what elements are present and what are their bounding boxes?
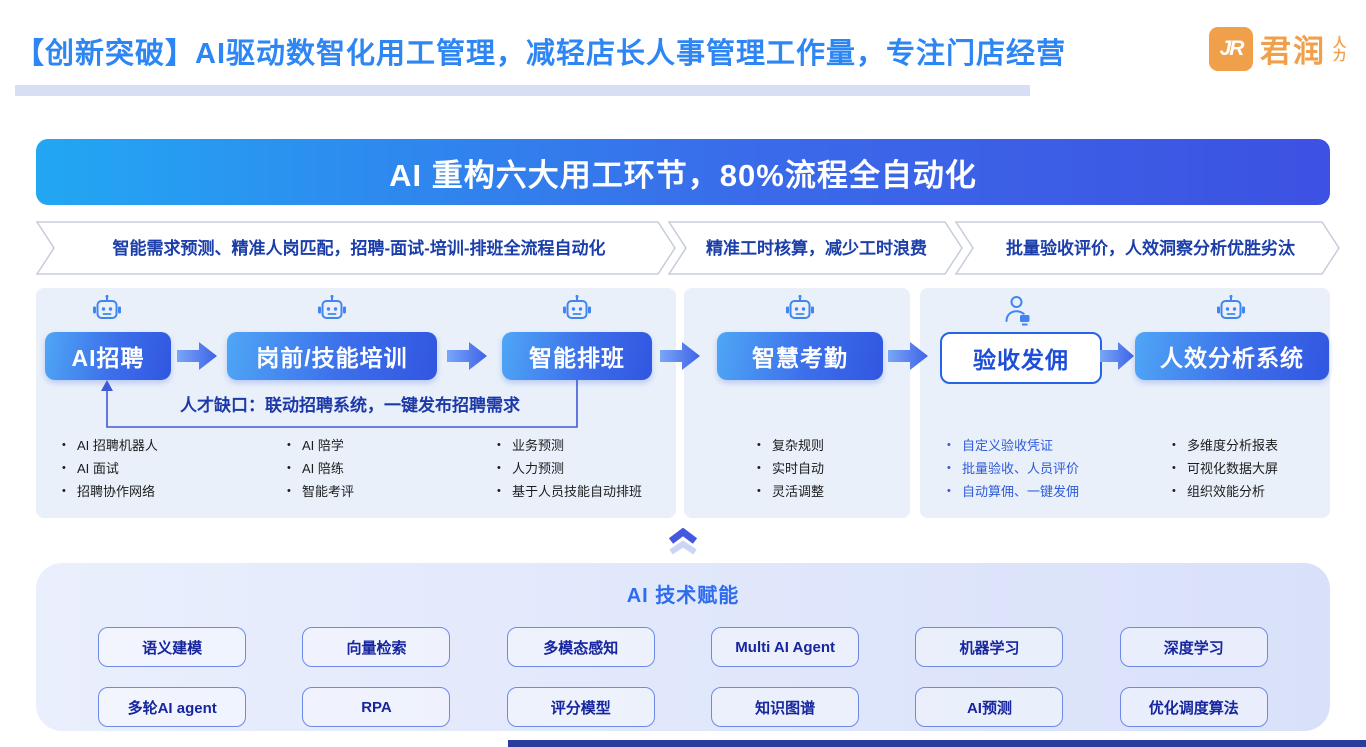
tech-chip: 优化调度算法	[1119, 687, 1268, 727]
person-icon	[1003, 294, 1033, 326]
brand-logo: JR 君润 人力	[1209, 26, 1348, 71]
tech-chip: RPA	[302, 687, 451, 727]
tech-chip: 机器学习	[915, 627, 1064, 667]
bullet-item: 自动算佣、一键发佣	[945, 480, 1079, 503]
brand-logo-icon: JR	[1209, 26, 1253, 71]
bullet-item: 业务预测	[495, 434, 642, 457]
flow-arrow-icon	[447, 342, 487, 370]
ribbon-shape	[955, 221, 1340, 275]
step-label: 智慧考勤	[752, 345, 848, 371]
bullet-list-analysis: 多维度分析报表 可视化数据大屏 组织效能分析	[1170, 434, 1278, 503]
ribbon-text: 精准工时核算，减少工时浪费	[706, 238, 927, 258]
robot-icon	[92, 294, 122, 326]
step-box-commission: 验收发佣	[940, 332, 1102, 384]
ribbon-shape	[36, 221, 676, 275]
tech-chip: 知识图谱	[711, 687, 860, 727]
step-box-ai-recruit: AI招聘	[45, 332, 171, 380]
step-box-attendance: 智慧考勤	[717, 332, 883, 380]
bullet-item: 实时自动	[755, 457, 824, 480]
robot-icon	[562, 294, 592, 326]
bullet-item: AI 面试	[60, 457, 158, 480]
step-box-analysis: 人效分析系统	[1135, 332, 1329, 380]
bullet-item: 复杂规则	[755, 434, 824, 457]
title-underline	[15, 85, 1030, 96]
robot-icon	[785, 294, 815, 326]
step-box-training: 岗前/技能培训	[227, 332, 437, 380]
step-label: 岗前/技能培训	[256, 345, 408, 371]
bullet-item: 批量验收、人员评价	[945, 457, 1079, 480]
tech-chip: 多轮AI agent	[98, 687, 247, 727]
bullet-item: 可视化数据大屏	[1170, 457, 1278, 480]
banner: AI 重构六大用工环节，80%流程全自动化	[36, 139, 1330, 205]
bullet-item: 智能考评	[285, 480, 354, 503]
ribbon-recruit-train: 智能需求预测、精准人岗匹配，招聘-面试-培训-排班全流程自动化	[36, 220, 676, 276]
tech-chip-grid: 语义建模 向量检索 多模态感知 Multi AI Agent 机器学习 深度学习…	[36, 627, 1330, 727]
bottom-accent-bar	[508, 740, 1366, 747]
brand-name: 君润	[1260, 34, 1326, 69]
tech-chip: AI预测	[915, 687, 1064, 727]
ribbon-hours: 精准工时核算，减少工时浪费	[668, 220, 963, 276]
talent-gap-annotation: 人才缺口：联动招聘系统，一键发布招聘需求	[180, 396, 520, 415]
ribbon-text: 智能需求预测、精准人岗匹配，招聘-面试-培训-排班全流程自动化	[112, 238, 606, 258]
bullet-item: 组织效能分析	[1170, 480, 1278, 503]
bullet-item: AI 招聘机器人	[60, 434, 158, 457]
flow-arrow-icon	[1100, 342, 1134, 370]
tech-panel-title: AI 技术赋能	[626, 585, 740, 607]
double-chevron-up-icon	[668, 528, 698, 555]
banner-text: AI 重构六大用工环节，80%流程全自动化	[389, 157, 977, 193]
step-label: 验收发佣	[973, 347, 1069, 373]
brand-suffix: 人力	[1333, 34, 1347, 63]
tech-chip: 评分模型	[506, 687, 655, 727]
tech-chip: 语义建模	[98, 627, 247, 667]
step-label: 人效分析系统	[1160, 345, 1304, 371]
step-label: 智能排班	[529, 345, 625, 371]
bullet-list-recruit: AI 招聘机器人 AI 面试 招聘协作网络	[60, 434, 158, 503]
bullet-item: 多维度分析报表	[1170, 434, 1278, 457]
bullet-item: 灵活调整	[755, 480, 824, 503]
bullet-item: 招聘协作网络	[60, 480, 158, 503]
tech-chip: 多模态感知	[506, 627, 655, 667]
bullet-list-commission: 自定义验收凭证 批量验收、人员评价 自动算佣、一键发佣	[945, 434, 1079, 503]
ribbon-evaluate: 批量验收评价，人效洞察分析优胜劣汰	[955, 220, 1340, 276]
bullet-list-attendance: 复杂规则 实时自动 灵活调整	[755, 434, 824, 503]
bullet-list-scheduling: 业务预测 人力预测 基于人员技能自动排班	[495, 434, 642, 503]
bullet-item: AI 陪练	[285, 457, 354, 480]
step-label: AI招聘	[71, 345, 145, 371]
tech-chip: 深度学习	[1119, 627, 1268, 667]
step-box-scheduling: 智能排班	[502, 332, 652, 380]
bullet-item: 人力预测	[495, 457, 642, 480]
tech-chip: 向量检索	[302, 627, 451, 667]
page-title: 【创新突破】AI驱动数智化用工管理，减轻店长人事管理工作量，专注门店经营	[15, 38, 1067, 70]
ribbon-text: 批量验收评价，人效洞察分析优胜劣汰	[1006, 238, 1295, 258]
talent-gap-connector	[101, 380, 578, 428]
bullet-list-training: AI 陪学 AI 陪练 智能考评	[285, 434, 354, 503]
flow-arrow-icon	[177, 342, 217, 370]
flow-arrow-icon	[888, 342, 928, 370]
ribbon-shape	[668, 221, 963, 275]
bullet-item: AI 陪学	[285, 434, 354, 457]
tech-panel: AI 技术赋能 语义建模 向量检索 多模态感知 Multi AI Agent 机…	[36, 563, 1330, 731]
bullet-item: 基于人员技能自动排班	[495, 480, 642, 503]
robot-icon	[1216, 294, 1246, 326]
tech-chip: Multi AI Agent	[711, 627, 860, 667]
bullet-item: 自定义验收凭证	[945, 434, 1079, 457]
robot-icon	[317, 294, 347, 326]
flow-arrow-icon	[660, 342, 700, 370]
